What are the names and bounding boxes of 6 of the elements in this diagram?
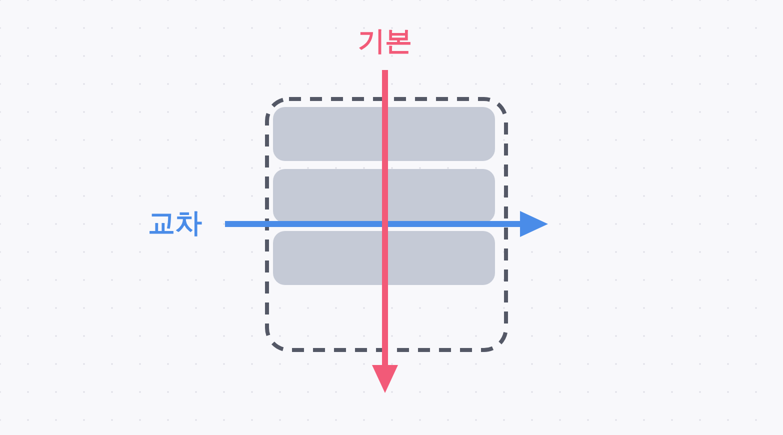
axis-label: 기본 bbox=[357, 26, 413, 58]
item-box bbox=[273, 169, 495, 223]
item-box bbox=[273, 107, 495, 161]
container-box bbox=[265, 97, 508, 352]
item-box bbox=[273, 231, 495, 285]
axis-label: 교차 bbox=[147, 208, 203, 240]
